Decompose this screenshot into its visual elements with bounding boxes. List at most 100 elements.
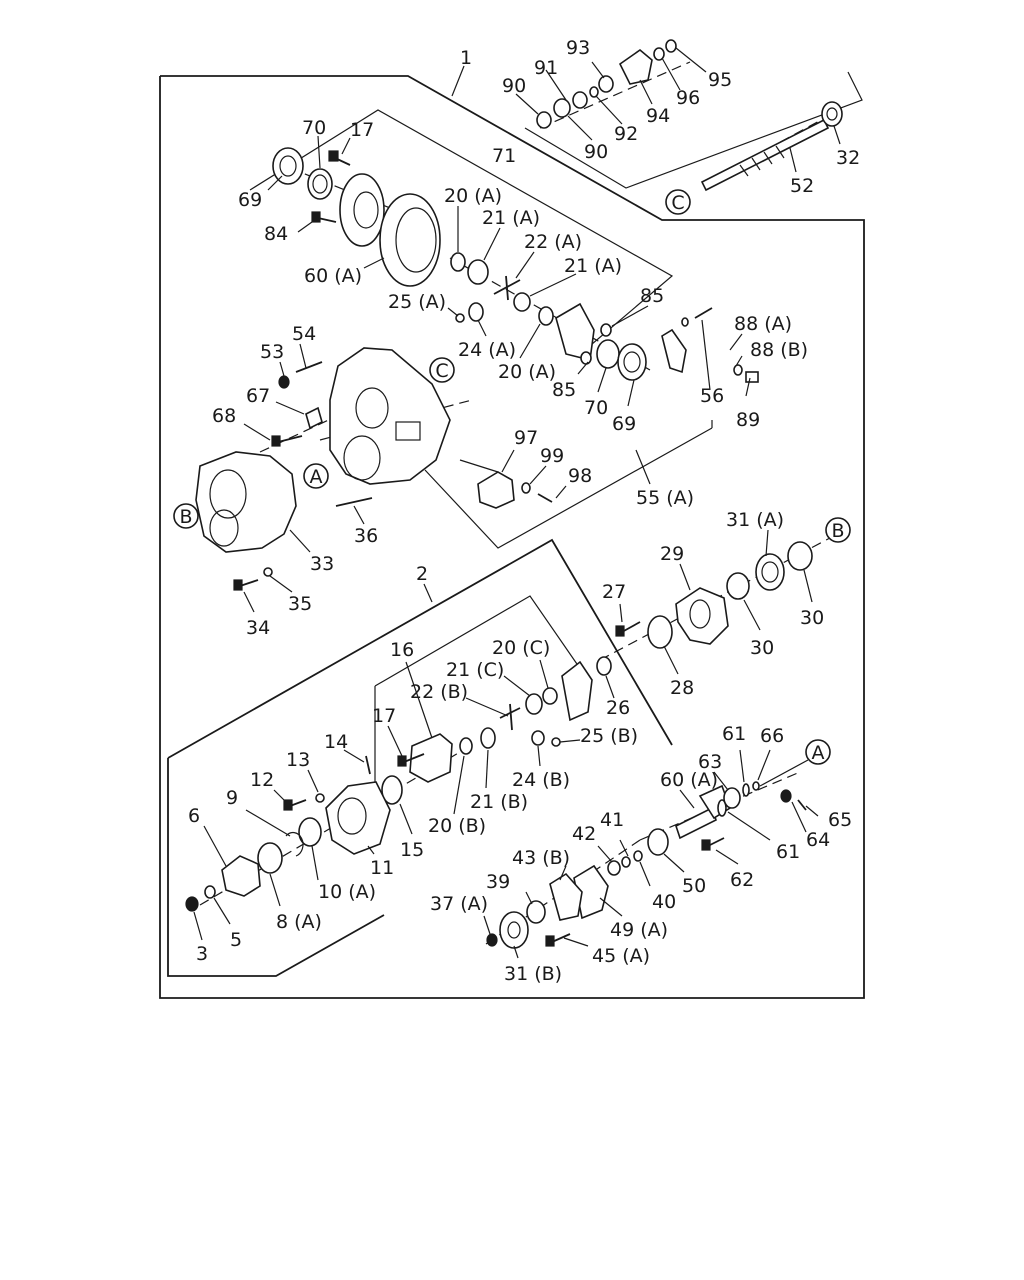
label-62: 62 <box>730 869 754 891</box>
bearing-32 <box>821 101 843 127</box>
label-66: 66 <box>760 725 784 747</box>
bearing-30-lower <box>726 572 750 600</box>
plate-15 <box>381 775 403 805</box>
bolt-17-upper <box>328 150 351 166</box>
bolt-45a <box>545 933 571 947</box>
leader-lines <box>193 47 841 959</box>
thrust-washer-20c <box>542 687 558 705</box>
label-6: 6 <box>188 805 200 827</box>
label-90-right: 90 <box>584 141 608 163</box>
label-13: 13 <box>286 749 310 771</box>
gear-31a <box>755 553 785 591</box>
label-25b: 25 (B) <box>580 725 638 747</box>
label-92: 92 <box>614 123 638 145</box>
label-89: 89 <box>736 409 760 431</box>
part-labels: 1 70 17 69 84 60 (A) 71 20 (A) 21 (A) 22… <box>188 37 860 985</box>
label-98: 98 <box>568 465 592 487</box>
label-31a: 31 (A) <box>726 509 784 531</box>
flange-6 <box>221 855 261 897</box>
label-45a: 45 (A) <box>592 945 650 967</box>
ref-circle-c-housing: C <box>429 357 455 383</box>
washer-25b <box>551 737 561 747</box>
label-54: 54 <box>292 323 316 345</box>
spider-22b <box>499 703 521 731</box>
pin-14 <box>365 755 371 775</box>
svg-text:C: C <box>671 192 684 214</box>
ref-circle-a-right: A <box>805 739 831 765</box>
label-20c: 20 (C) <box>492 637 550 659</box>
label-3: 3 <box>196 943 208 965</box>
ref-circle-a-housing: A <box>303 463 329 489</box>
case-20c-gear <box>561 660 593 722</box>
bearing-63 <box>723 787 741 809</box>
label-17-lower: 17 <box>372 705 396 727</box>
label-70-upper: 70 <box>302 117 326 139</box>
svg-text:A: A <box>310 466 323 488</box>
bolt-62 <box>701 837 725 851</box>
label-84: 84 <box>264 223 288 245</box>
bolt-34 <box>233 579 259 591</box>
label-20a-upper: 20 (A) <box>444 185 502 207</box>
label-31b: 31 (B) <box>504 963 562 985</box>
label-20a-lower: 20 (A) <box>498 361 556 383</box>
washers-90-96 <box>536 39 677 129</box>
label-30-left: 30 <box>750 637 774 659</box>
label-85-upper: 85 <box>640 285 664 307</box>
label-5: 5 <box>230 929 242 951</box>
washer-66 <box>752 781 760 791</box>
label-24a: 24 (A) <box>458 339 516 361</box>
svg-text:B: B <box>179 506 192 528</box>
axle-shaft-52 <box>700 118 830 192</box>
label-42: 42 <box>572 823 596 845</box>
label-27: 27 <box>602 581 626 603</box>
shim-61 <box>717 799 727 817</box>
seal-8a <box>257 842 283 874</box>
bearing-30-upper <box>787 541 813 571</box>
bolt-12 <box>283 799 307 811</box>
label-28: 28 <box>670 677 694 699</box>
label-97: 97 <box>514 427 538 449</box>
nut-64 <box>780 789 792 803</box>
ref-circle-b-housing: B <box>173 503 199 529</box>
label-12: 12 <box>250 769 274 791</box>
label-8a: 8 (A) <box>276 911 322 933</box>
label-20b: 20 (B) <box>428 815 486 837</box>
label-90-left: 90 <box>502 75 526 97</box>
washer-20b <box>459 737 473 755</box>
label-52: 52 <box>790 175 814 197</box>
lock-67 <box>305 406 323 430</box>
nut-37a <box>486 933 498 947</box>
bearing-42 <box>607 860 621 876</box>
label-88a: 88 (A) <box>734 313 792 335</box>
label-69-upper: 69 <box>238 189 262 211</box>
ref-circle-c-upper: C <box>665 189 691 215</box>
label-9: 9 <box>226 787 238 809</box>
label-61-upper: 61 <box>722 723 746 745</box>
bolt-27 <box>615 621 641 637</box>
box-90-96-outline <box>524 71 863 189</box>
label-50: 50 <box>682 875 706 897</box>
label-2: 2 <box>416 563 428 585</box>
bearing-26 <box>596 656 612 676</box>
label-22a: 22 (A) <box>524 231 582 253</box>
box-71-outline <box>249 109 674 351</box>
label-30-right: 30 <box>800 607 824 629</box>
race-70-right <box>596 339 620 369</box>
plug-89 <box>733 364 759 383</box>
side-gear-21c <box>525 693 543 715</box>
carrier-housing <box>329 347 451 485</box>
svg-text:B: B <box>831 520 844 542</box>
label-55a: 55 (A) <box>636 487 694 509</box>
snap-ring-9 <box>285 832 304 857</box>
label-34: 34 <box>246 617 270 639</box>
label-15: 15 <box>400 839 424 861</box>
gear-31b <box>499 911 529 949</box>
label-96: 96 <box>676 87 700 109</box>
label-21b: 21 (B) <box>470 791 528 813</box>
svg-text:A: A <box>812 742 825 764</box>
ref-circle-b-right: B <box>825 517 851 543</box>
label-60a-lower: 60 (A) <box>660 769 718 791</box>
housing-11 <box>325 781 391 855</box>
label-21c: 21 (C) <box>446 659 504 681</box>
diff-case-right <box>555 302 612 365</box>
